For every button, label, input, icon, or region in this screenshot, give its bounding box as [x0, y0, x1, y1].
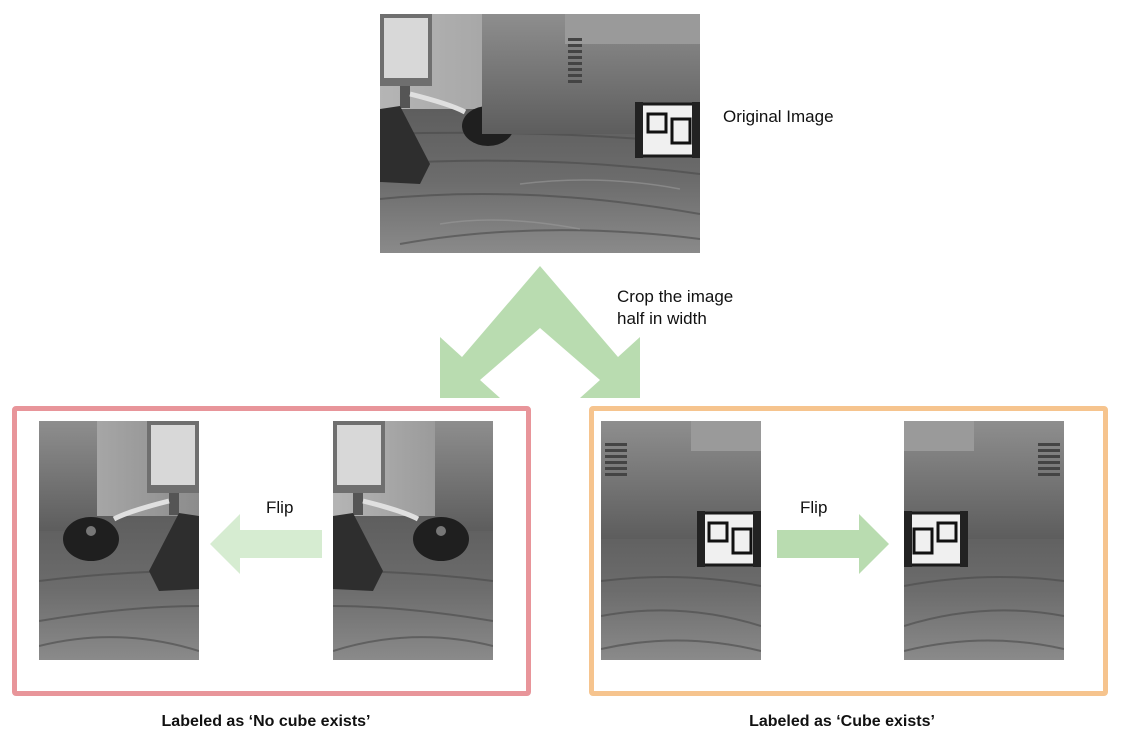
- split-arrow-left-head: [440, 266, 640, 398]
- no-cube-caption: Labeled as ‘No cube exists’: [161, 713, 371, 730]
- cropped-left-half-image: [333, 421, 493, 660]
- cube-panel-frame: [589, 406, 1108, 696]
- no-cube-panel-frame: [12, 406, 531, 696]
- original-image-label: Original Image: [723, 107, 834, 126]
- flip-label-right: Flip: [800, 498, 828, 517]
- flipped-left-half-image: [39, 421, 199, 660]
- original-image: [380, 14, 700, 253]
- flip-label-left: Flip: [266, 498, 294, 517]
- flipped-right-half-image: [904, 421, 1064, 660]
- crop-step-line-1: Crop the image: [617, 287, 734, 306]
- crop-split-arrow: [440, 266, 640, 398]
- flip-arrow-right: [777, 514, 889, 574]
- cropped-right-half-image: [601, 421, 761, 660]
- cube-caption: Labeled as ‘Cube exists’: [749, 713, 935, 730]
- crop-step-line-2: half in width: [617, 309, 707, 328]
- flip-arrow-left: [210, 514, 322, 574]
